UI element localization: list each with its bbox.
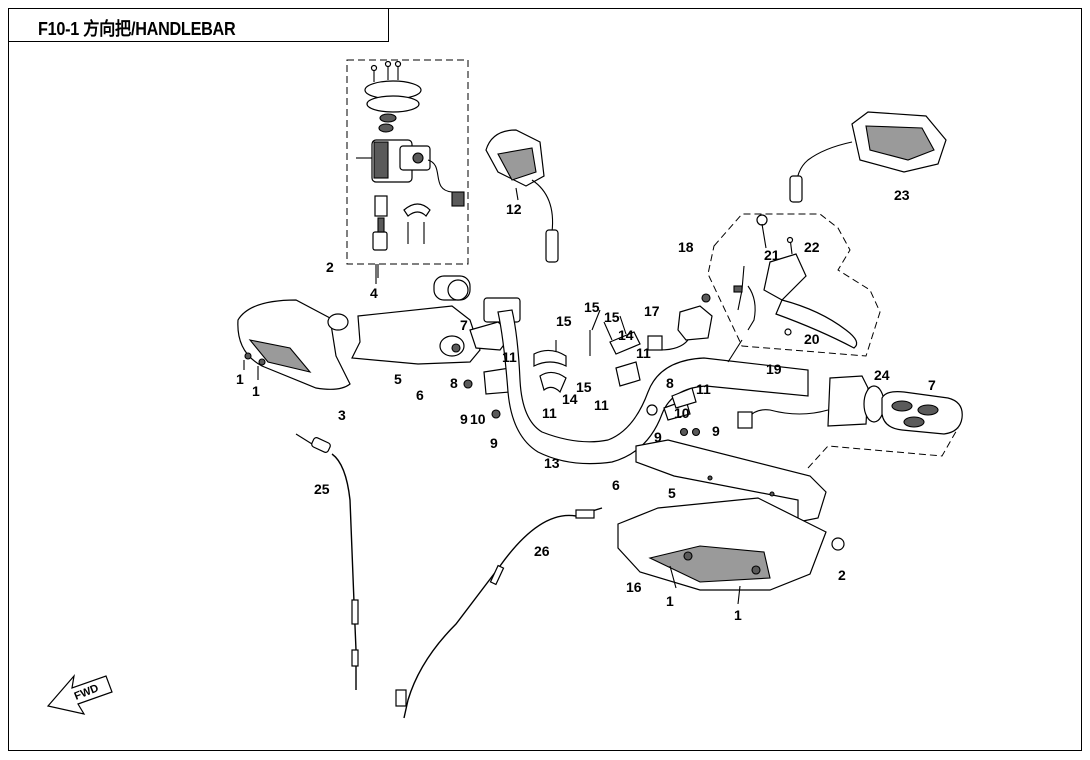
- brake-lever-group: [707, 213, 881, 357]
- callout: 21: [764, 247, 780, 263]
- callout: 5: [394, 371, 402, 387]
- part-18-switch: [647, 293, 713, 351]
- callout: 7: [928, 377, 936, 393]
- fwd-arrow-icon: FWD: [46, 673, 113, 715]
- callout: 11: [542, 405, 557, 421]
- callout: 15: [556, 313, 572, 329]
- part-3-left-hand-guard: [237, 299, 351, 390]
- part-4-master-cylinder-group: [346, 59, 469, 278]
- callout: 14: [618, 327, 634, 343]
- callout: 19: [766, 361, 782, 377]
- callout: 12: [506, 201, 522, 217]
- callout: 11: [594, 397, 609, 413]
- callout: 10: [674, 405, 690, 421]
- part-23-right-mirror: [789, 111, 947, 203]
- callout: 9: [460, 411, 468, 427]
- callout-labels: 1 1 1 1 2 2 3 4 5 5 6 6 7 7 8 8 9 9 9 9 …: [236, 187, 936, 623]
- callout: 14: [562, 391, 578, 407]
- title-block: F10-1 方向把/HANDLEBAR: [8, 8, 389, 42]
- callout: 16: [626, 579, 642, 595]
- callout: 1: [734, 607, 742, 623]
- part-5-left-guard-bracket: [351, 305, 481, 365]
- callout: 9: [712, 423, 720, 439]
- leader-lines: [375, 187, 743, 363]
- callout: 2: [326, 259, 334, 275]
- callout: 26: [534, 543, 550, 559]
- part-14-upper-clamps: [533, 315, 641, 394]
- callout: 1: [236, 371, 244, 387]
- part-7-right-grip: [807, 391, 963, 469]
- part-24-right-switch: [737, 375, 885, 429]
- callout: 11: [502, 349, 517, 365]
- callout: 1: [252, 383, 260, 399]
- callout: 22: [804, 239, 820, 255]
- callout: 17: [644, 303, 660, 319]
- drawing-frame: [8, 8, 1082, 751]
- part-25-throttle-cable: [295, 433, 359, 690]
- callout: 7: [460, 317, 468, 333]
- callout: 11: [636, 345, 651, 361]
- callout: 24: [874, 367, 890, 383]
- callout: 6: [612, 477, 620, 493]
- callout: 18: [678, 239, 694, 255]
- callout: 8: [450, 375, 458, 391]
- callout: 23: [894, 187, 910, 203]
- callout: 11: [696, 381, 711, 397]
- callout: 8: [666, 375, 674, 391]
- right-clamp-assembly: [646, 387, 701, 437]
- callout: 4: [370, 285, 378, 301]
- part-5-right-guard-bracket: [635, 439, 827, 523]
- callout: 2: [838, 567, 846, 583]
- callout: 20: [804, 331, 820, 347]
- callout: 25: [314, 481, 330, 497]
- part-16-right-hand-guard: [617, 497, 845, 605]
- callout: 15: [604, 309, 620, 325]
- callout: 10: [470, 411, 486, 427]
- callout: 5: [668, 485, 676, 501]
- callout: 15: [584, 299, 600, 315]
- callout: 13: [544, 455, 560, 471]
- part-13-handlebar-tube: [497, 309, 809, 465]
- callout: 9: [654, 429, 662, 445]
- part-26-clutch-cable: [395, 507, 603, 719]
- part-7-left-grip: [433, 275, 471, 301]
- callout: 3: [338, 407, 346, 423]
- callout: 15: [576, 379, 592, 395]
- part-12-left-mirror: [485, 129, 559, 263]
- callout: 1: [666, 593, 674, 609]
- callout: 9: [490, 435, 498, 451]
- callout: 6: [416, 387, 424, 403]
- diagram-title: F10-1 方向把/HANDLEBAR: [38, 19, 236, 39]
